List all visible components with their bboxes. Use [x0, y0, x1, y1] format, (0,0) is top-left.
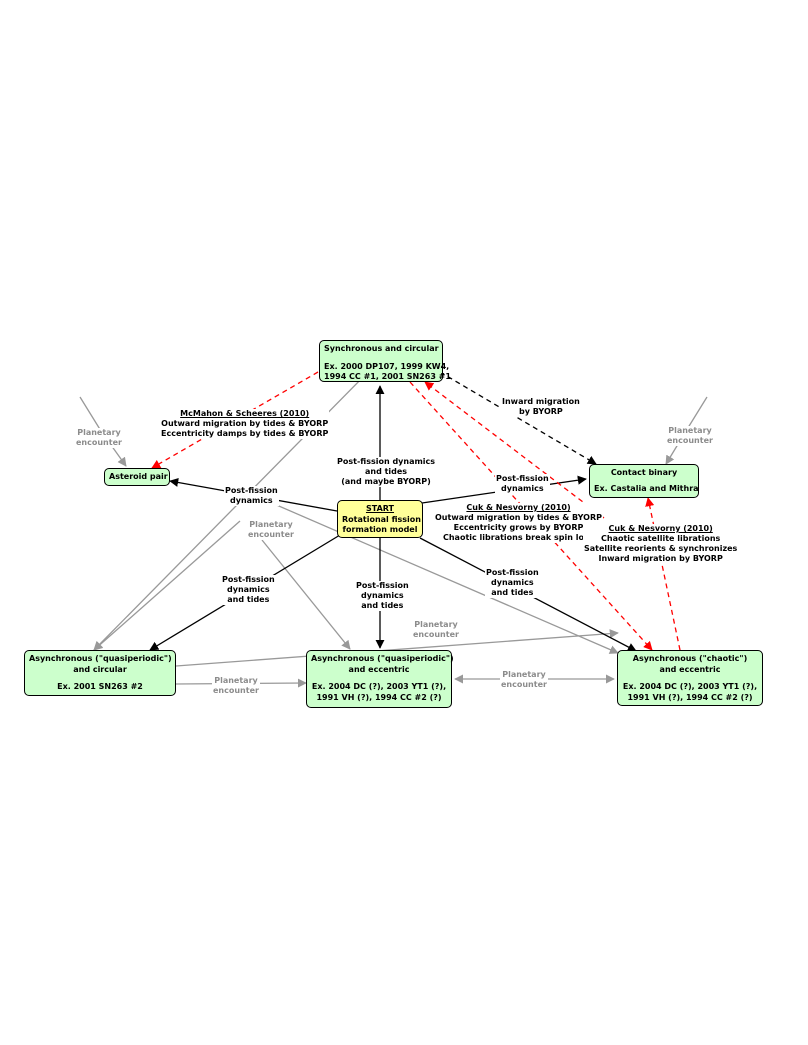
label-line: Planetary — [214, 676, 258, 685]
label-line: encounter — [213, 686, 259, 695]
node-title: Contact binary — [610, 468, 678, 477]
label-post-fission-to-contact-binary: Post-fission dynamics — [495, 474, 550, 494]
label-line: Planetary — [414, 620, 458, 629]
node-example: Ex. Castalia and Mithra — [594, 483, 699, 493]
start-line: formation model — [342, 525, 418, 534]
citation-title: Cuk & Nesvorny (2010) — [608, 524, 713, 533]
label-line: Planetary — [249, 520, 293, 529]
label-line: Post-fission dynamics — [337, 457, 436, 466]
node-async-quasiperiodic-circular: Asynchronous ("quasiperiodic") and circu… — [24, 650, 176, 696]
label-line: dynamics — [491, 578, 534, 587]
label-line: Post-fission — [496, 474, 549, 483]
label-line: Eccentricity damps by tides & BYORP — [161, 429, 329, 438]
label-line: Chaotic satellite librations — [601, 534, 721, 543]
node-async-quasiperiodic-eccentric: Asynchronous ("quasiperiodic") and eccen… — [306, 650, 454, 708]
encounter-arrow-center-to-async-left — [93, 520, 241, 651]
node-title: Asynchronous ("quasiperiodic") — [29, 654, 172, 663]
label-line: encounter — [501, 680, 547, 689]
dashed-arrow-sync-to-contact-binary — [439, 371, 597, 465]
label-line: Planetary — [77, 428, 121, 437]
node-synchronous-circular: Synchronous and circular Ex. 2000 DP107,… — [319, 340, 451, 382]
label-mcmahon-scheeres: McMahon & Scheeres (2010) Outward migrat… — [160, 409, 330, 439]
label-cuk-nesvorny-1: Cuk & Nesvorny (2010) Outward migration … — [434, 503, 604, 543]
node-example: Ex. 2001 SN263 #2 — [57, 682, 143, 691]
label-line: dynamics — [227, 585, 270, 594]
label-line: encounter — [76, 438, 122, 447]
label-line: Post-fission — [222, 575, 275, 584]
label-planetary-encounter-top-bottom: Planetary encounter — [412, 620, 460, 640]
node-title: Synchronous and circular — [324, 344, 439, 353]
label-line: and tides — [227, 595, 270, 604]
node-example: 1991 VH (?), 1994 CC #2 (?) — [316, 692, 442, 702]
node-async-chaotic-eccentric: Asynchronous ("chaotic") and eccentric E… — [617, 650, 763, 706]
label-inward-migration-byorp: Inward migration by BYORP — [501, 397, 581, 417]
node-example: Ex. 2000 DP107, 1999 KW4, — [324, 361, 450, 371]
node-title: and eccentric — [659, 664, 721, 674]
dashed-arrow-sync-to-asteroid-pair — [151, 371, 319, 469]
label-line: Planetary — [668, 426, 712, 435]
label-post-fission-to-asteroid-pair: Post-fission dynamics — [224, 486, 279, 506]
dashed-arrow-async-right-to-sync — [424, 381, 605, 519]
label-line: Inward migration by BYORP — [598, 554, 723, 563]
node-example: 1991 VH (?), 1994 CC #2 (?) — [627, 692, 753, 702]
label-planetary-encounter-left: Planetary encounter — [75, 428, 123, 448]
label-line: Planetary — [502, 670, 546, 679]
label-line: dynamics — [501, 484, 544, 493]
label-planetary-encounter-bottom-left: Planetary encounter — [212, 676, 260, 696]
citation-title: Cuk & Nesvorny (2010) — [466, 503, 571, 512]
label-line: encounter — [248, 530, 294, 539]
label-planetary-encounter-bottom-right: Planetary encounter — [500, 670, 548, 690]
label-line: (and maybe BYORP) — [341, 477, 431, 486]
encounter-arrow-sync-to-async-right — [264, 499, 619, 654]
start-title: START — [365, 504, 395, 513]
label-line: Chaotic librations break spin lock — [442, 533, 595, 542]
label-post-fission-to-async-right: Post-fission dynamics and tides — [485, 568, 540, 598]
label-line: encounter — [413, 630, 459, 639]
start-line: Rotational fission — [342, 514, 421, 524]
label-planetary-encounter-center: Planetary encounter — [247, 520, 295, 540]
label-post-fission-to-async-mid: Post-fission dynamics and tides — [355, 581, 410, 611]
label-line: encounter — [667, 436, 713, 445]
label-line: and tides — [364, 467, 408, 476]
label-line: dynamics — [361, 591, 404, 600]
node-asteroid-pair: Asteroid pair — [104, 468, 170, 486]
label-line: Outward migration by tides & BYORP — [161, 419, 329, 428]
dashed-arrow-async-right-to-contact-binary — [645, 497, 681, 651]
encounter-arrow-left-to-async-right — [175, 629, 619, 667]
node-title: Asynchronous ("chaotic") — [632, 654, 748, 663]
node-title: and circular — [73, 664, 127, 674]
node-example: Ex. 2004 DC (?), 2003 YT1 (?), — [622, 682, 758, 691]
encounter-arrow-center-to-async-mid — [261, 539, 351, 650]
label-line: and tides — [361, 601, 404, 610]
node-start: START Rotational fission formation model — [337, 500, 423, 538]
node-title: Asteroid pair — [109, 472, 168, 481]
label-line: Post-fission — [486, 568, 539, 577]
label-line: Satellite reorients & synchronizes — [584, 544, 738, 553]
label-line: and tides — [491, 588, 534, 597]
node-title: Asynchronous ("quasiperiodic") — [311, 654, 454, 663]
label-line: by BYORP — [519, 407, 563, 416]
node-example: Ex. 2004 DC (?), 2003 YT1 (?), — [311, 682, 447, 691]
citation-title: McMahon & Scheeres (2010) — [180, 409, 310, 418]
label-planetary-encounter-right: Planetary encounter — [666, 426, 714, 446]
label-cuk-nesvorny-2: Cuk & Nesvorny (2010) Chaotic satellite … — [583, 524, 739, 564]
label-line: Post-fission — [225, 486, 278, 495]
node-example: 1994 CC #1, 2001 SN263 #1 — [324, 372, 451, 381]
label-post-fission-to-async-left: Post-fission dynamics and tides — [221, 575, 276, 605]
node-title: and eccentric — [348, 664, 410, 674]
label-line: dynamics — [230, 496, 273, 505]
node-contact-binary: Contact binary Ex. Castalia and Mithra — [589, 464, 699, 498]
label-line: Inward migration — [502, 397, 580, 406]
label-line: Eccentricity grows by BYORP — [453, 523, 584, 532]
label-line: Outward migration by tides & BYORP — [435, 513, 603, 522]
label-post-fission-to-sync: Post-fission dynamics and tides (and may… — [336, 457, 437, 487]
label-line: Post-fission — [356, 581, 409, 590]
